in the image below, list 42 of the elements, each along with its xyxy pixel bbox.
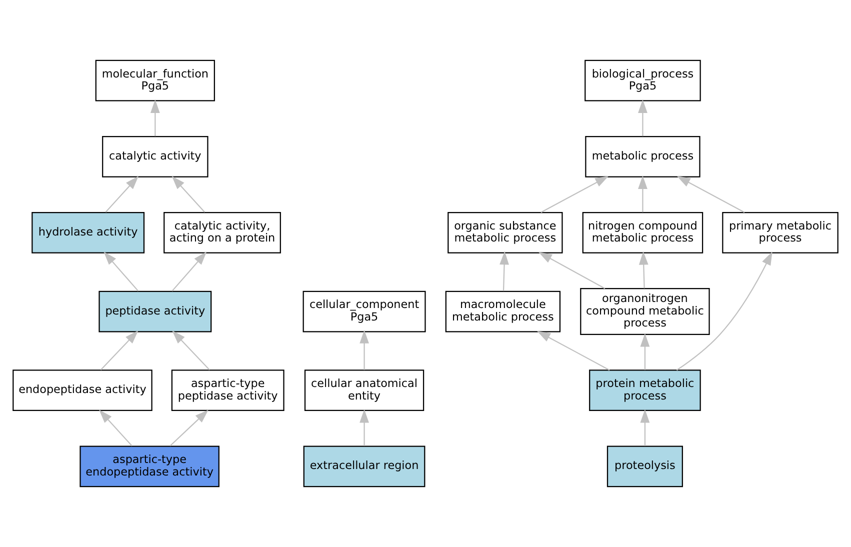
arrow	[640, 409, 650, 446]
node-box: molecular_function Pga5	[95, 60, 215, 102]
node-box: primary metabolic process	[722, 212, 838, 254]
arrow	[638, 251, 648, 288]
arrow	[170, 410, 208, 446]
arrow	[100, 330, 138, 370]
node-box: endopeptidase activity	[12, 370, 152, 412]
arrow	[500, 251, 509, 292]
node-box: organonitrogen compound metabolic process	[580, 288, 710, 335]
arrow	[676, 176, 745, 213]
node-box: extracellular region	[303, 446, 426, 488]
node-box: aspartic-type peptidase activity	[171, 370, 284, 412]
node-box: macromolecule metabolic process	[445, 290, 561, 332]
node-box: organic substance metabolic process	[448, 212, 563, 254]
node-box: metabolic process	[585, 136, 700, 178]
node-box: proteolysis	[606, 446, 683, 488]
node-box: aspartic-type endopeptidase activity	[80, 446, 220, 488]
arrow	[360, 330, 369, 370]
arrow	[536, 331, 610, 371]
node-box: catalytic activity	[102, 136, 208, 178]
arrow	[104, 252, 139, 292]
node-box: catalytic activity, acting on a protein	[164, 212, 281, 254]
node-box: protein metabolic process	[589, 370, 701, 412]
node-box: cellular anatomical entity	[304, 370, 424, 412]
arrow	[360, 409, 369, 446]
node-box: peptidase activity	[98, 290, 212, 332]
arrow	[172, 330, 210, 370]
arrow	[150, 100, 160, 136]
arrow	[640, 333, 650, 370]
arrow	[638, 176, 648, 212]
node-box: nitrogen compound metabolic process	[582, 212, 704, 254]
arrow	[172, 176, 206, 213]
node-box: biological_process Pga5	[584, 60, 701, 102]
arrow	[676, 252, 772, 371]
arrow	[540, 176, 609, 213]
arrow	[538, 252, 606, 289]
arrow	[99, 410, 132, 446]
arrow	[638, 100, 648, 136]
node-box: hydrolase activity	[32, 212, 145, 254]
node-box: cellular_component Pga5	[302, 290, 426, 332]
arrow	[105, 176, 139, 213]
arrow	[172, 252, 207, 292]
